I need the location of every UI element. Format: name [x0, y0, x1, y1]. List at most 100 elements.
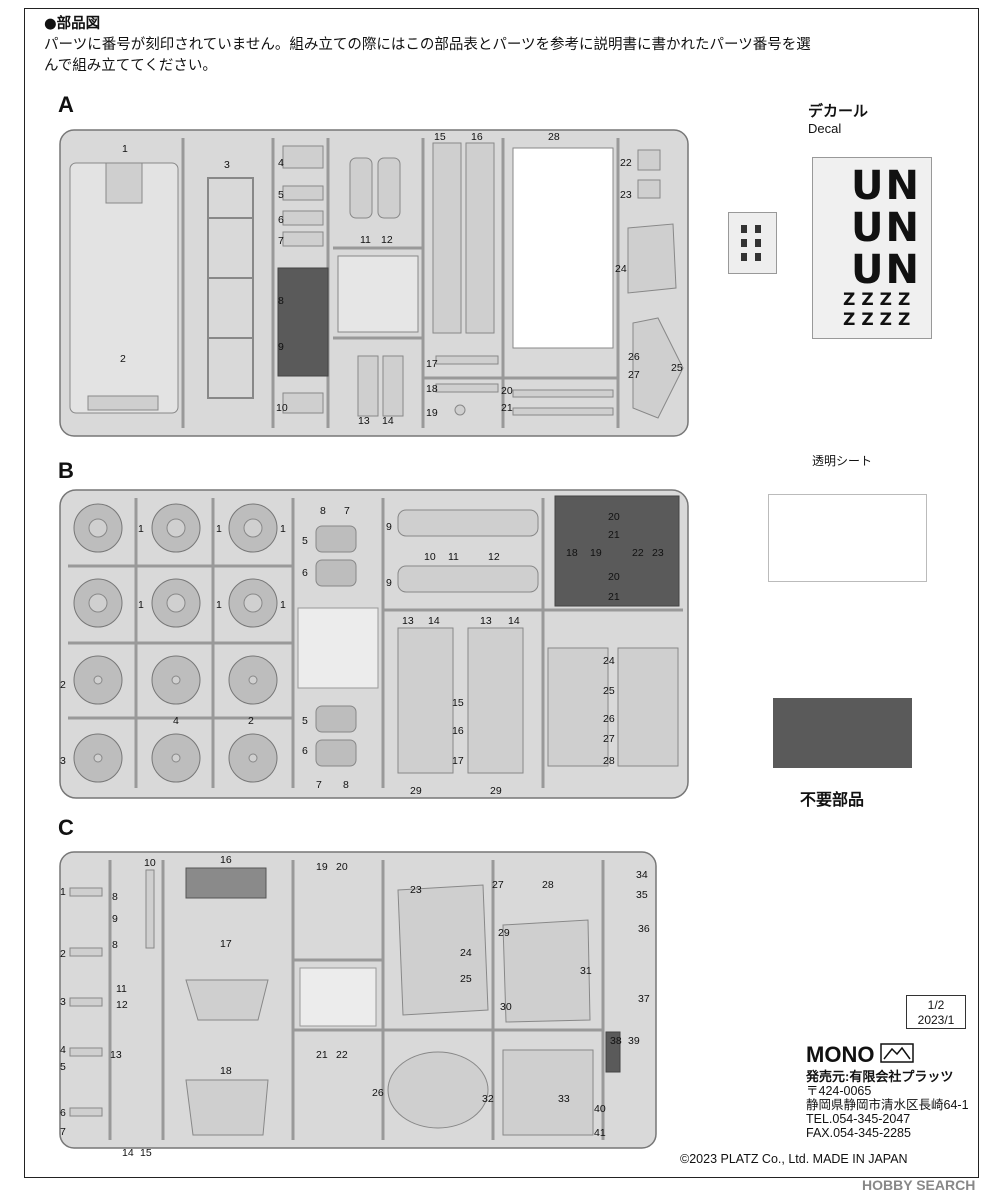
b-label-24: 24 — [603, 655, 615, 667]
c-label-27: 27 — [492, 879, 504, 891]
brand-logo: MONO — [806, 1042, 875, 1067]
sprue-c-drawing: 1 2 3 4 5 6 7 8 9 8 10 11 12 13 14 15 16… — [59, 851, 657, 1159]
header: ●部品図 パーツに番号が刻印されていません。組み立ての際にはこの部品表とパーツを… — [44, 14, 964, 77]
b-label-1c: 1 — [280, 523, 286, 535]
c-label-4: 4 — [60, 1044, 66, 1056]
sprue-b: 1 1 1 1 1 1 2 4 2 3 5 6 5 6 7 8 8 7 9 9 … — [58, 488, 690, 800]
c-label-40: 40 — [594, 1103, 606, 1115]
section-a-letter: A — [58, 92, 74, 117]
page-date: 2023/1 — [917, 1013, 955, 1027]
b-label-1b: 1 — [216, 523, 222, 535]
page-number: 1/2 — [927, 998, 945, 1012]
a-label-8: 8 — [278, 295, 284, 307]
b-label-4: 4 — [173, 715, 179, 727]
telephone: TEL.054-345-2047 — [806, 1112, 911, 1126]
b-label-7a: 7 — [344, 505, 350, 517]
a-label-26: 26 — [628, 351, 640, 363]
b-label-5a: 5 — [302, 535, 308, 547]
c-label-26: 26 — [372, 1087, 384, 1099]
b-label-2b: 2 — [248, 715, 254, 727]
section-b-letter: B — [58, 458, 74, 483]
sprue-c: 1 2 3 4 5 6 7 8 9 8 10 11 12 13 14 15 16… — [58, 850, 658, 1159]
b-label-1e: 1 — [216, 599, 222, 611]
a-label-10: 10 — [276, 402, 288, 414]
c-label-9: 9 — [112, 913, 118, 925]
decal-sheet: UN UN UN ZZZZ ZZZZ — [812, 157, 932, 339]
b-label-17: 17 — [452, 755, 464, 767]
clear-sheet-title: 透明シート — [812, 454, 873, 468]
a-label-9: 9 — [278, 341, 284, 353]
a-label-11: 11 — [360, 234, 371, 246]
c-label-14: 14 — [122, 1147, 134, 1159]
b-label-20a: 20 — [608, 511, 620, 523]
b-label-15: 15 — [452, 697, 464, 709]
section-c-letter: C — [58, 815, 74, 840]
b-label-8b: 8 — [343, 779, 349, 791]
a-label-3: 3 — [224, 159, 230, 171]
b-label-25: 25 — [603, 685, 615, 697]
c-label-25: 25 — [460, 973, 472, 985]
clear-sheet — [768, 494, 927, 582]
page-number-box: 1/2 2023/1 — [906, 995, 966, 1029]
c-label-6: 6 — [60, 1107, 66, 1119]
c-label-15: 15 — [140, 1147, 152, 1159]
company-info: 発売元:有限会社プラッツ 〒424-0065 静岡県静岡市清水区長崎64-1 T… — [806, 1069, 969, 1141]
b-label-14a: 14 — [428, 615, 440, 627]
decal-un-1: UN — [851, 163, 921, 209]
c-label-39: 39 — [628, 1035, 640, 1047]
c-label-37: 37 — [638, 993, 650, 1005]
decal-subtitle: Decal — [808, 121, 842, 136]
b-label-2a: 2 — [60, 679, 66, 691]
b-label-14b: 14 — [508, 615, 520, 627]
a-label-13: 13 — [358, 415, 370, 427]
c-label-28: 28 — [542, 879, 554, 891]
seller-name: 発売元:有限会社プラッツ — [806, 1069, 954, 1084]
b-label-21a: 21 — [608, 529, 620, 541]
b-label-10: 10 — [424, 551, 436, 563]
decal-un-2: UN — [851, 205, 921, 251]
a-label-5: 5 — [278, 189, 284, 201]
b-label-29b: 29 — [490, 785, 502, 797]
c-label-11: 11 — [116, 983, 127, 995]
b-label-13b: 13 — [480, 615, 492, 627]
c-label-2: 2 — [60, 948, 66, 960]
b-label-5b: 5 — [302, 715, 308, 727]
c-label-33: 33 — [558, 1093, 570, 1105]
postal-code: 〒424-0065 — [806, 1084, 872, 1098]
a-label-24: 24 — [615, 263, 627, 275]
c-label-31: 31 — [580, 965, 592, 977]
a-label-27: 27 — [628, 369, 640, 381]
unneeded-parts-label: 不要部品 — [800, 790, 865, 809]
b-label-9a: 9 — [386, 521, 392, 533]
sprue-a-drawing: 1 2 3 4 5 6 7 8 9 10 11 12 13 14 15 16 1… — [59, 129, 689, 437]
watermark: HOBBY SEARCH — [862, 1177, 976, 1193]
c-label-13: 13 — [110, 1049, 122, 1061]
b-label-18: 18 — [566, 547, 578, 559]
a-label-4: 4 — [278, 157, 284, 169]
c-label-23: 23 — [410, 884, 422, 896]
c-label-10: 10 — [144, 857, 156, 869]
c-label-7: 7 — [60, 1126, 66, 1138]
b-label-26: 26 — [603, 713, 615, 725]
decal-z-2: ZZZZ — [843, 310, 917, 330]
c-label-19: 19 — [316, 861, 328, 873]
c-label-29: 29 — [498, 927, 510, 939]
b-label-12: 12 — [488, 551, 500, 563]
a-label-7: 7 — [278, 235, 284, 247]
b-label-13a: 13 — [402, 615, 414, 627]
b-label-7b: 7 — [316, 779, 322, 791]
c-label-12: 12 — [116, 999, 128, 1011]
c-label-17: 17 — [220, 938, 232, 950]
b-label-6b: 6 — [302, 745, 308, 757]
c-label-5: 5 — [60, 1061, 66, 1073]
mountain-logo-icon — [880, 1043, 914, 1063]
c-label-21: 21 — [316, 1049, 328, 1061]
instruction-line-2: んで組み立ててください。 — [44, 58, 217, 74]
decal-small-marks — [741, 225, 761, 261]
b-label-21b: 21 — [608, 591, 620, 603]
c-label-41: 41 — [594, 1127, 606, 1139]
a-label-12: 12 — [381, 234, 393, 246]
decal-small-sheet — [728, 212, 777, 274]
a-label-14: 14 — [382, 415, 394, 427]
a-label-2: 2 — [120, 353, 126, 365]
